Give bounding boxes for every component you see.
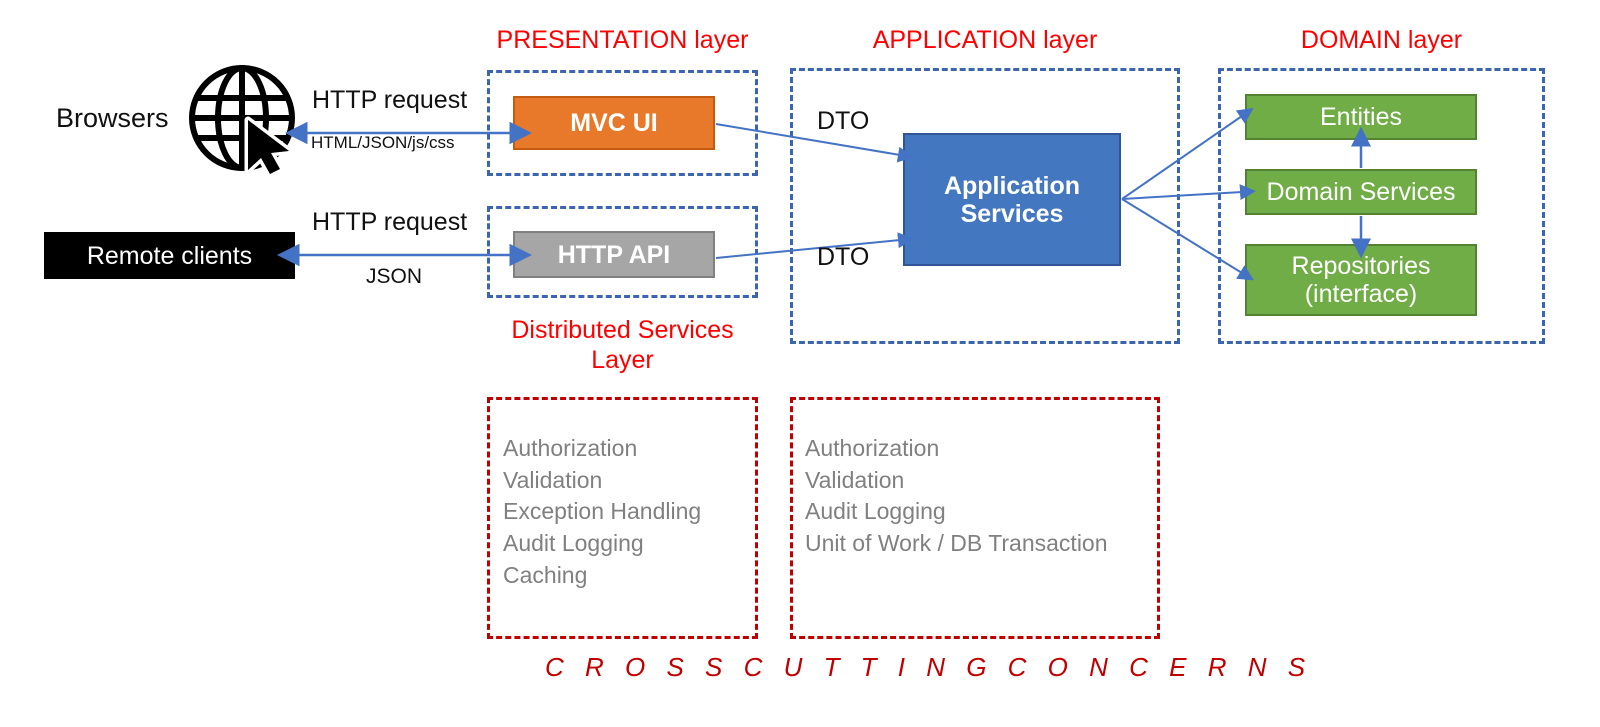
- dto-bottom-label: DTO: [817, 243, 870, 271]
- presentation-layer-caption: PRESENTATION layer: [496, 26, 749, 54]
- entities-block[interactable]: Entities: [1245, 94, 1477, 140]
- cross-cutting-concerns-footer: C R O S S C U T T I N G C O N C E R N S: [545, 652, 1313, 682]
- remote-response-label: JSON: [366, 265, 423, 288]
- concern-item: Exception Handling: [503, 498, 702, 525]
- concern-item: Audit Logging: [503, 530, 644, 557]
- browser-http-request-label: HTTP request: [312, 86, 468, 114]
- application-concerns-container: [790, 397, 1160, 639]
- concern-item: Authorization: [805, 435, 940, 461]
- http-api-block[interactable]: HTTP API: [513, 231, 715, 278]
- mvc-ui-block[interactable]: MVC UI: [513, 96, 715, 150]
- dto-top-label: DTO: [817, 107, 870, 135]
- application-layer-container: [790, 68, 1180, 344]
- repositories-line2: (interface): [1304, 280, 1418, 308]
- application-services-block[interactable]: Application Services: [903, 133, 1121, 266]
- globe-cursor-icon: [186, 62, 298, 174]
- application-services-line2: Services: [960, 199, 1064, 228]
- concern-item: Validation: [503, 466, 603, 493]
- concern-item: Validation: [805, 466, 905, 493]
- concern-item: Authorization: [503, 435, 638, 461]
- concern-item: Caching: [503, 561, 588, 588]
- presentation-concerns-container: [487, 397, 758, 639]
- domain-layer-caption: DOMAIN layer: [1300, 26, 1463, 54]
- remote-clients-block: Remote clients: [44, 232, 295, 279]
- concern-item: Audit Logging: [805, 498, 946, 525]
- remote-http-request-label: HTTP request: [312, 208, 468, 236]
- browsers-label: Browsers: [56, 103, 169, 133]
- browser-response-label: HTML/JSON/js/css: [311, 133, 455, 152]
- distributed-services-layer-caption: Distributed Services Layer: [511, 316, 734, 374]
- application-services-line1: Application: [943, 171, 1081, 200]
- application-concerns-list: Authorization Validation Audit Logging U…: [805, 433, 1108, 560]
- domain-services-block[interactable]: Domain Services: [1245, 169, 1477, 215]
- presentation-concerns-list: Authorization Validation Exception Handl…: [503, 433, 701, 592]
- application-layer-caption: APPLICATION layer: [872, 26, 1098, 54]
- domain-layer-container: [1218, 68, 1545, 344]
- concern-item: Unit of Work / DB Transaction: [805, 530, 1108, 557]
